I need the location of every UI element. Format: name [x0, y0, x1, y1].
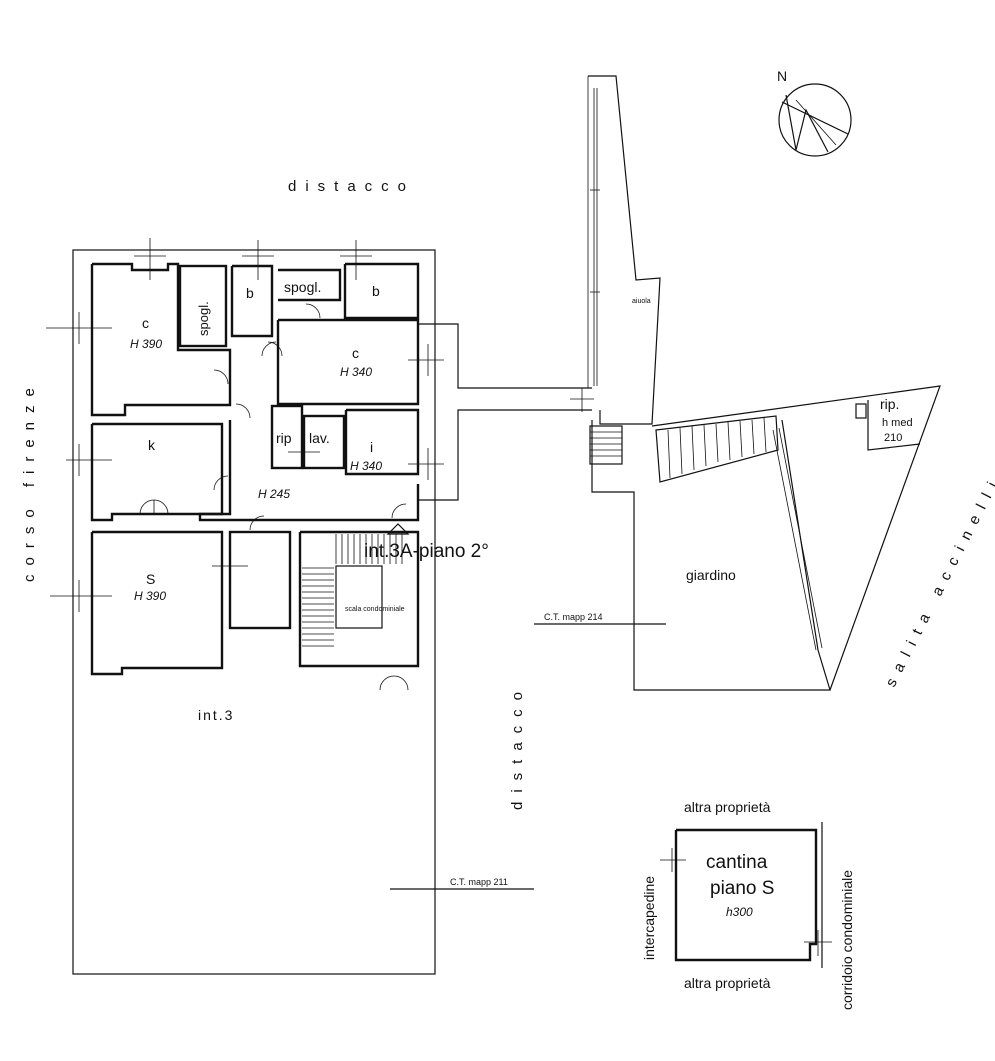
cellar-title-1: cantina: [706, 852, 768, 873]
middle-distacco-label: distacco: [509, 683, 526, 810]
top-distacco-label: distacco: [288, 178, 415, 195]
room-b2-name: b: [372, 283, 380, 299]
bridge: [418, 323, 594, 501]
room-c2-height: H 340: [340, 365, 372, 379]
room-spogl2-name: spogl.: [284, 279, 321, 295]
room-k-name: k: [148, 437, 156, 453]
cellar-right-label: corridoio condominiale: [839, 870, 855, 1010]
room-s-height: H 390: [134, 589, 166, 603]
garden-outline: [589, 385, 941, 691]
room-i-height: H 340: [350, 459, 382, 473]
aiuola-strip: [587, 75, 661, 425]
cellar-walls: [660, 822, 832, 968]
aiuola-label: aiuola: [632, 298, 651, 305]
room-i-name: i: [370, 439, 373, 455]
rip2-note: h med: [882, 417, 913, 429]
room-spogl1-name: spogl.: [196, 301, 211, 336]
int3-boundary: [72, 249, 436, 975]
room-b1-name: b: [246, 285, 254, 301]
room-c2-name: c: [352, 345, 359, 361]
stairs-label: scala condominiale: [345, 606, 405, 613]
corridor-height: H 245: [258, 487, 290, 501]
north-arrow-icon: [778, 83, 852, 157]
room-rip-name: rip: [276, 430, 292, 446]
room-s-name: S: [146, 571, 155, 587]
stairwell: [302, 523, 410, 647]
mapp214-label: C.T. mapp 214: [544, 612, 603, 622]
rip2-name: rip.: [880, 396, 899, 412]
mapp211-label: C.T. mapp 211: [450, 877, 508, 887]
salita-accinelli-label: salita accinelli: [882, 471, 995, 689]
unit-title: int.3A-piano 2°: [364, 541, 489, 562]
cellar-title-2: piano S: [710, 878, 774, 899]
window-marks: [46, 238, 444, 612]
giardino-label: giardino: [686, 567, 736, 583]
door-swings: [139, 303, 409, 691]
int3-label: int.3: [198, 707, 234, 723]
cellar-bottom-label: altra proprietà: [684, 975, 771, 991]
cellar-left-label: intercapedine: [641, 876, 657, 960]
north-label: N: [777, 68, 787, 84]
corso-firenze-label: corso firenze: [21, 379, 38, 582]
cellar-height: h300: [726, 905, 753, 919]
cellar-top-label: altra proprietà: [684, 799, 771, 815]
room-c1-height: H 390: [130, 337, 162, 351]
room-c1-name: c: [142, 315, 149, 331]
room-lav-name: lav.: [309, 430, 330, 446]
rip2-height: 210: [884, 432, 902, 444]
